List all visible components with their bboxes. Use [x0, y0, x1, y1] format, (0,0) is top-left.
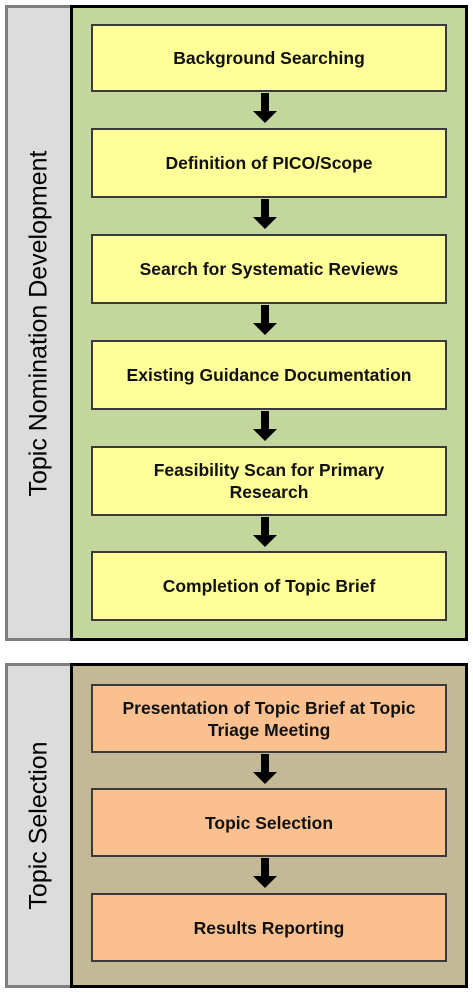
step-results-reporting: Results Reporting — [91, 893, 447, 962]
step-background-searching: Background Searching — [91, 24, 447, 92]
down-arrow-icon — [253, 858, 277, 888]
down-arrow-icon — [253, 411, 277, 441]
down-arrow-icon — [253, 754, 277, 784]
step-existing-guidance-documentation: Existing Guidance Documentation — [91, 340, 447, 410]
step-feasibility-scan: Feasibility Scan for Primary Research — [91, 446, 447, 516]
down-arrow-icon — [253, 93, 277, 123]
down-arrow-icon — [253, 199, 277, 229]
down-arrow-icon — [253, 305, 277, 335]
section-label-container: Topic Nomination Development — [8, 8, 70, 638]
section-side-panel-nomination: Topic Nomination Development — [5, 5, 73, 641]
section-side-panel-selection: Topic Selection — [5, 663, 73, 988]
step-completion-topic-brief: Completion of Topic Brief — [91, 551, 447, 621]
step-presentation-topic-brief: Presentation of Topic Brief at Topic Tri… — [91, 684, 447, 753]
section-label-container: Topic Selection — [8, 666, 70, 985]
step-search-systematic-reviews: Search for Systematic Reviews — [91, 234, 447, 304]
section-label-selection: Topic Selection — [24, 741, 53, 910]
step-definition-pico-scope: Definition of PICO/Scope — [91, 128, 447, 198]
section-label-nomination: Topic Nomination Development — [24, 149, 53, 497]
step-topic-selection: Topic Selection — [91, 788, 447, 857]
down-arrow-icon — [253, 517, 277, 547]
